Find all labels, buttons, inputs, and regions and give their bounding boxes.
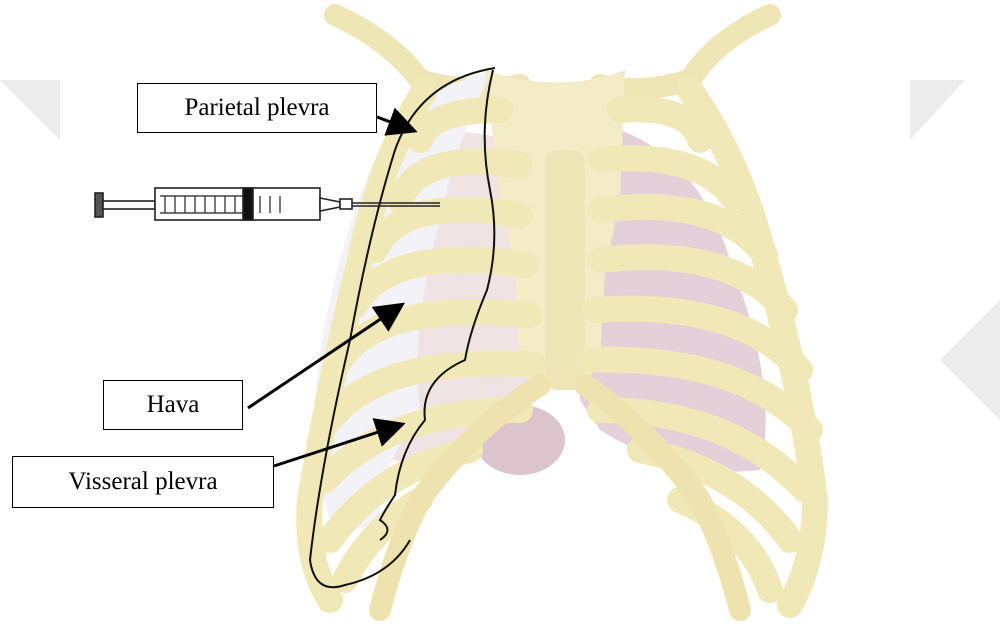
visseral-plevra-label: Visseral plevra	[12, 456, 274, 508]
clavicles	[335, 15, 770, 89]
watermark-right	[910, 80, 965, 140]
watermark-lower-right	[940, 300, 1000, 420]
parietal-plevra-label: Parietal plevra	[137, 83, 377, 133]
hava-label: Hava	[103, 380, 243, 430]
watermark-left	[0, 80, 60, 140]
